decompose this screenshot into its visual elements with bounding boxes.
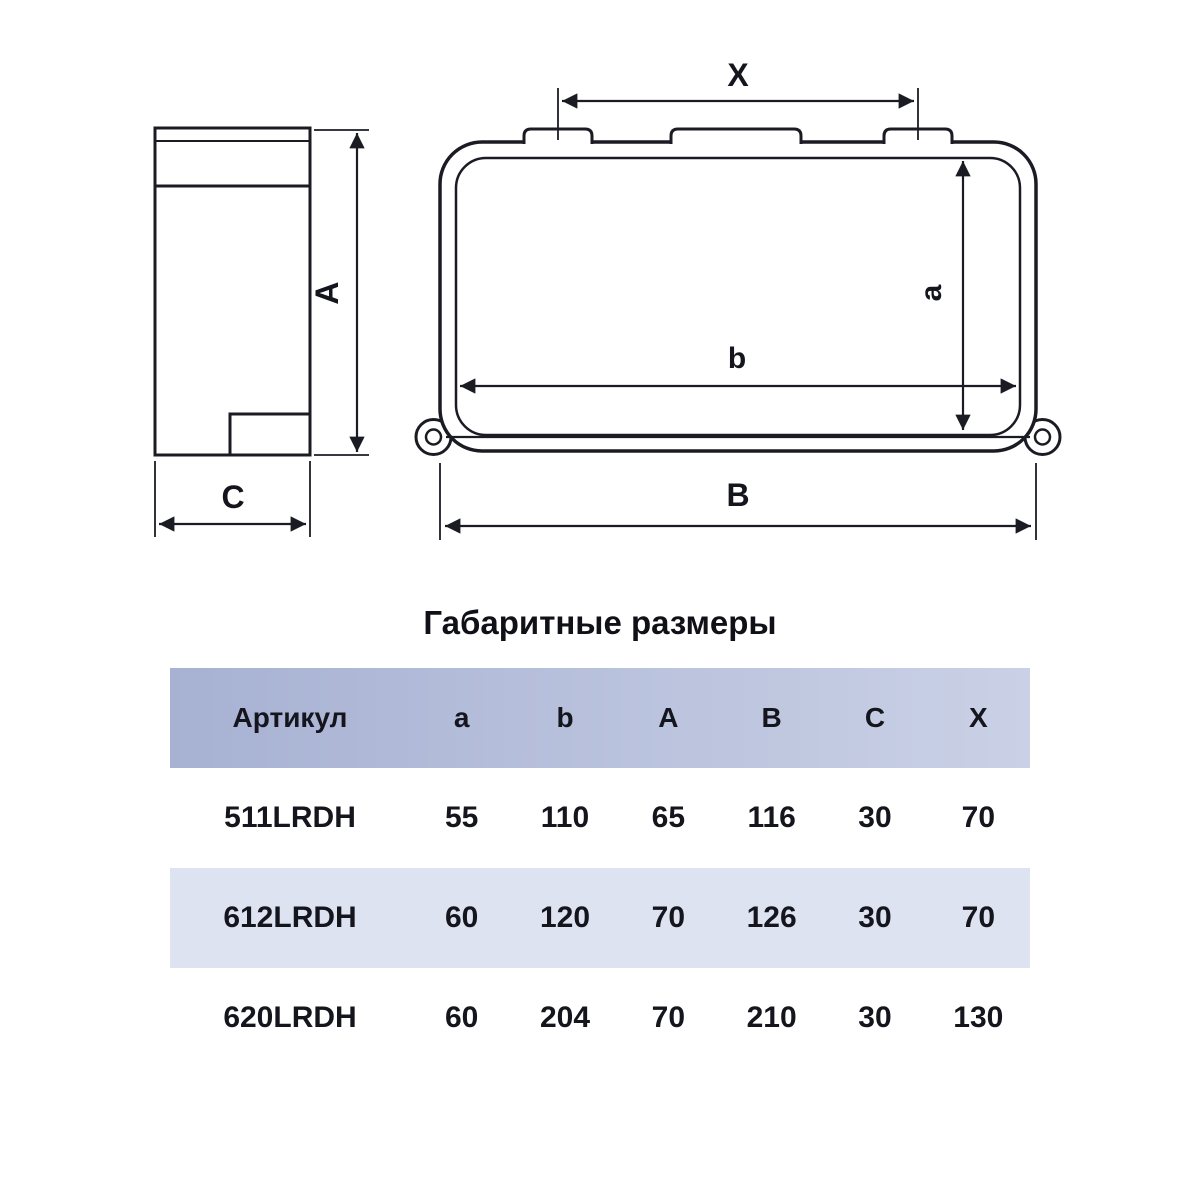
dim-label-B: B xyxy=(726,477,749,513)
table-row: 612LRDH 60 120 70 126 30 70 xyxy=(170,868,1030,968)
dim-label-a: a xyxy=(915,284,948,301)
table-header-row: Артикул a b A B C X xyxy=(170,668,1030,768)
table-row: 511LRDH 55 110 65 116 30 70 xyxy=(170,768,1030,868)
cell-B: 210 xyxy=(746,1001,797,1034)
mounting-ear-right xyxy=(1023,418,1062,456)
dim-label-A: A xyxy=(309,281,345,304)
cell-C: 30 xyxy=(858,901,892,934)
cell-b: 120 xyxy=(539,901,591,934)
cell-X: 130 xyxy=(953,1001,1004,1034)
dimension-C: C xyxy=(154,461,311,537)
cell-A: 65 xyxy=(651,801,686,834)
col-header-a: a xyxy=(453,702,470,733)
cell-article: 620LRDH xyxy=(223,1001,357,1034)
cell-b: 204 xyxy=(539,1001,591,1034)
dim-label-C: C xyxy=(221,479,244,515)
cell-A: 70 xyxy=(651,901,686,934)
cell-article: 511LRDH xyxy=(224,801,356,834)
col-header-C: C xyxy=(864,702,886,733)
cell-B: 126 xyxy=(746,901,797,934)
cell-a: 60 xyxy=(444,1001,479,1034)
dim-label-X: X xyxy=(727,57,749,93)
cell-a: 55 xyxy=(444,801,479,834)
dimension-A: A xyxy=(309,129,369,456)
cell-A: 70 xyxy=(651,1001,686,1034)
col-header-article: Артикул xyxy=(232,702,348,733)
col-header-X: X xyxy=(968,702,988,733)
dimension-drawing: A C X a xyxy=(153,57,1062,540)
cell-C: 30 xyxy=(858,801,892,834)
cell-C: 30 xyxy=(858,1001,892,1034)
col-header-b: b xyxy=(556,702,574,733)
cell-a: 60 xyxy=(444,901,479,934)
cell-b: 110 xyxy=(540,801,590,834)
table-title: Габаритные размеры xyxy=(423,604,777,641)
cell-article: 612LRDH xyxy=(223,901,357,934)
dim-label-b: b xyxy=(728,342,746,375)
dimensions-table: Артикул a b A B C X 511LRDH 55 110 65 11… xyxy=(170,668,1030,1068)
dimension-X: X xyxy=(557,57,919,140)
side-view xyxy=(153,126,312,457)
table-row: 620LRDH 60 204 70 210 30 130 xyxy=(170,968,1030,1068)
top-tab-center xyxy=(669,127,803,144)
cell-B: 116 xyxy=(747,801,796,834)
cell-X: 70 xyxy=(961,801,996,834)
dimension-b: b xyxy=(460,342,1016,394)
col-header-B: B xyxy=(761,702,782,733)
front-view xyxy=(414,127,1062,456)
cell-X: 70 xyxy=(961,901,996,934)
col-header-A: A xyxy=(658,702,679,733)
dimension-B: B xyxy=(439,463,1037,540)
